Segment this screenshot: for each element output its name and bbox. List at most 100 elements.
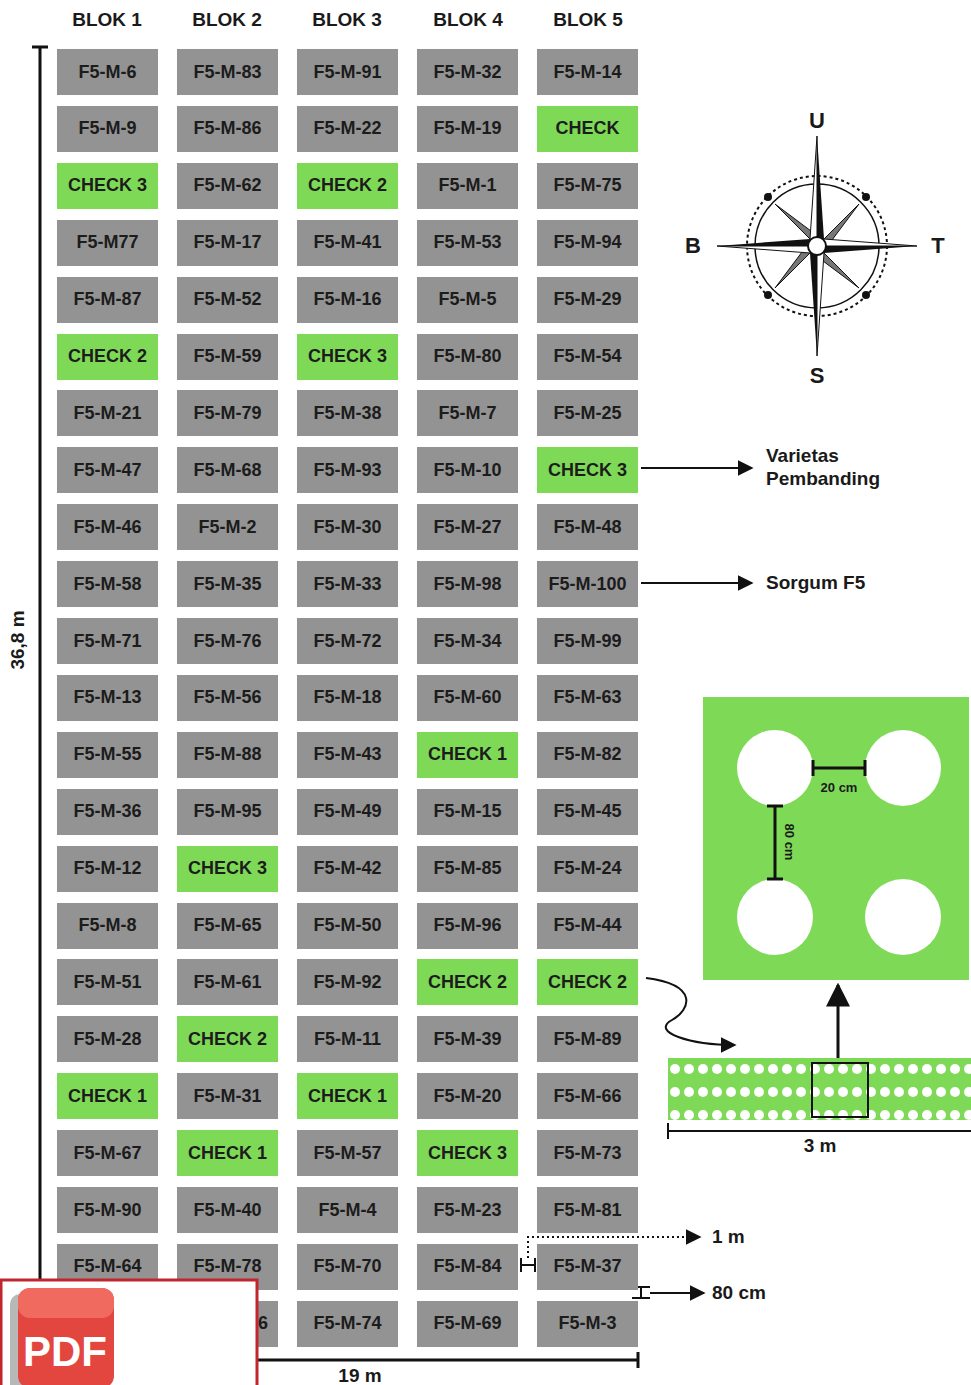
plot-box: F5-M-32 <box>417 49 518 95</box>
plot-box: F5-M-83 <box>177 49 278 95</box>
block-heading: BLOK 4 <box>433 9 503 31</box>
plot-code: F5-M-81 <box>553 1200 621 1221</box>
plot-code: F5-M-79 <box>193 403 261 424</box>
plot-code: CHECK 1 <box>188 1143 267 1164</box>
plot-box: F5-M-48 <box>537 504 638 550</box>
plot-code: F5-M-71 <box>73 631 141 652</box>
plot-box: F5-M-98 <box>417 561 518 607</box>
plot-box: F5-M-66 <box>537 1073 638 1119</box>
plot-box: CHECK 1 <box>177 1130 278 1176</box>
plot-code: CHECK 1 <box>68 1086 147 1107</box>
plot-code: F5-M-57 <box>313 1143 381 1164</box>
compass-letter: B <box>685 233 701 259</box>
plot-code: F5-M-86 <box>193 118 261 139</box>
plot-box: F5-M-85 <box>417 846 518 892</box>
plot-code: CHECK 2 <box>68 346 147 367</box>
plot-box: F5-M-67 <box>57 1130 158 1176</box>
plot-code: F5-M-90 <box>73 1200 141 1221</box>
dimension-label: 3 m <box>804 1135 837 1157</box>
plot-code: CHECK 2 <box>308 175 387 196</box>
plot-code: F5-M-47 <box>73 460 141 481</box>
plot-box: F5-M-65 <box>177 903 278 949</box>
plot-code: CHECK 3 <box>428 1143 507 1164</box>
plot-box: CHECK 2 <box>57 334 158 380</box>
plot-box: F5-M-91 <box>297 49 398 95</box>
plot-box: CHECK 2 <box>177 1016 278 1062</box>
plot-box: F5-M-75 <box>537 163 638 209</box>
plot-box: F5-M-90 <box>57 1187 158 1233</box>
plot-code: F5-M-33 <box>313 574 381 595</box>
plot-code: F5-M-35 <box>193 574 261 595</box>
dimension-label: 80 cm <box>712 1282 766 1304</box>
block-heading: BLOK 1 <box>72 9 142 31</box>
plot-code: CHECK 1 <box>428 744 507 765</box>
plot-code: F5-M-51 <box>73 972 141 993</box>
plot-box: F5-M-99 <box>537 618 638 664</box>
plot-box: F5-M-53 <box>417 220 518 266</box>
plot-code: F5-M-18 <box>313 687 381 708</box>
plot-code: F5-M-39 <box>433 1029 501 1050</box>
plot-code: F5-M-25 <box>553 403 621 424</box>
plot-code: F5-M-99 <box>553 631 621 652</box>
plot-code: F5-M-100 <box>548 574 626 595</box>
plot-box: F5-M-13 <box>57 675 158 721</box>
plot-code: F5-M-78 <box>193 1256 261 1277</box>
plot-box: F5-M-71 <box>57 618 158 664</box>
plot-code: F5-M-20 <box>433 1086 501 1107</box>
plot-box: F5-M-35 <box>177 561 278 607</box>
plot-code: F5-M-12 <box>73 858 141 879</box>
block-heading: BLOK 2 <box>192 9 262 31</box>
plot-code: CHECK 1 <box>308 1086 387 1107</box>
plot-code: F5-M-80 <box>433 346 501 367</box>
plot-box: F5-M-93 <box>297 447 398 493</box>
plot-box: CHECK 3 <box>57 163 158 209</box>
plot-code: F5-M-83 <box>193 62 261 83</box>
plot-box: F5-M-11 <box>297 1016 398 1062</box>
plot-code: F5-M-50 <box>313 915 381 936</box>
plot-box: F5-M-45 <box>537 789 638 835</box>
plot-code: F5-M-30 <box>313 517 381 538</box>
plot-code: F5-M-2 <box>199 517 257 538</box>
plot-code: F5-M-72 <box>313 631 381 652</box>
plot-box: F5-M-38 <box>297 390 398 436</box>
plot-code: F5-M-88 <box>193 744 261 765</box>
plot-box: F5-M-54 <box>537 334 638 380</box>
plot-box: F5-M-37 <box>537 1244 638 1290</box>
plot-code: F5-M-85 <box>433 858 501 879</box>
plot-box: F5-M-87 <box>57 277 158 323</box>
plot-code: CHECK 2 <box>188 1029 267 1050</box>
plot-code: F5-M-22 <box>313 118 381 139</box>
plot-box: F5-M-89 <box>537 1016 638 1062</box>
plot-box: F5-M-31 <box>177 1073 278 1119</box>
annotation: Sorgum F5 <box>766 572 865 594</box>
plot-code: F5-M-45 <box>553 801 621 822</box>
watermark: PDF <box>23 1328 107 1376</box>
plot-box: F5-M-46 <box>57 504 158 550</box>
plot-box: F5-M-33 <box>297 561 398 607</box>
plot-box: F5-M-100 <box>537 561 638 607</box>
plot-box: F5-M-59 <box>177 334 278 380</box>
plot-code: F5-M-21 <box>73 403 141 424</box>
plot-box: F5-M-94 <box>537 220 638 266</box>
plot-code: F5-M-9 <box>79 118 137 139</box>
plot-box: F5-M-52 <box>177 277 278 323</box>
plot-box: F5-M-41 <box>297 220 398 266</box>
plot-box: CHECK 1 <box>417 732 518 778</box>
plot-box: F5-M-51 <box>57 959 158 1005</box>
plot-box: CHECK 2 <box>297 163 398 209</box>
plot-box: F5-M-50 <box>297 903 398 949</box>
plot-code: F5-M-61 <box>193 972 261 993</box>
plot-code: F5-M-29 <box>553 289 621 310</box>
plot-box: F5-M-88 <box>177 732 278 778</box>
plot-box: F5-M-29 <box>537 277 638 323</box>
plot-box: F5-M-86 <box>177 106 278 152</box>
plot-code: F5-M-76 <box>193 631 261 652</box>
plot-code: F5-M-92 <box>313 972 381 993</box>
plot-box: F5-M-8 <box>57 903 158 949</box>
plot-code: F5-M-6 <box>79 62 137 83</box>
plot-code: CHECK <box>555 118 619 139</box>
plot-box: F5-M-24 <box>537 846 638 892</box>
plot-code: F5-M-96 <box>433 915 501 936</box>
plot-code: F5-M-40 <box>193 1200 261 1221</box>
dimension-label: 80 cm <box>782 824 797 861</box>
